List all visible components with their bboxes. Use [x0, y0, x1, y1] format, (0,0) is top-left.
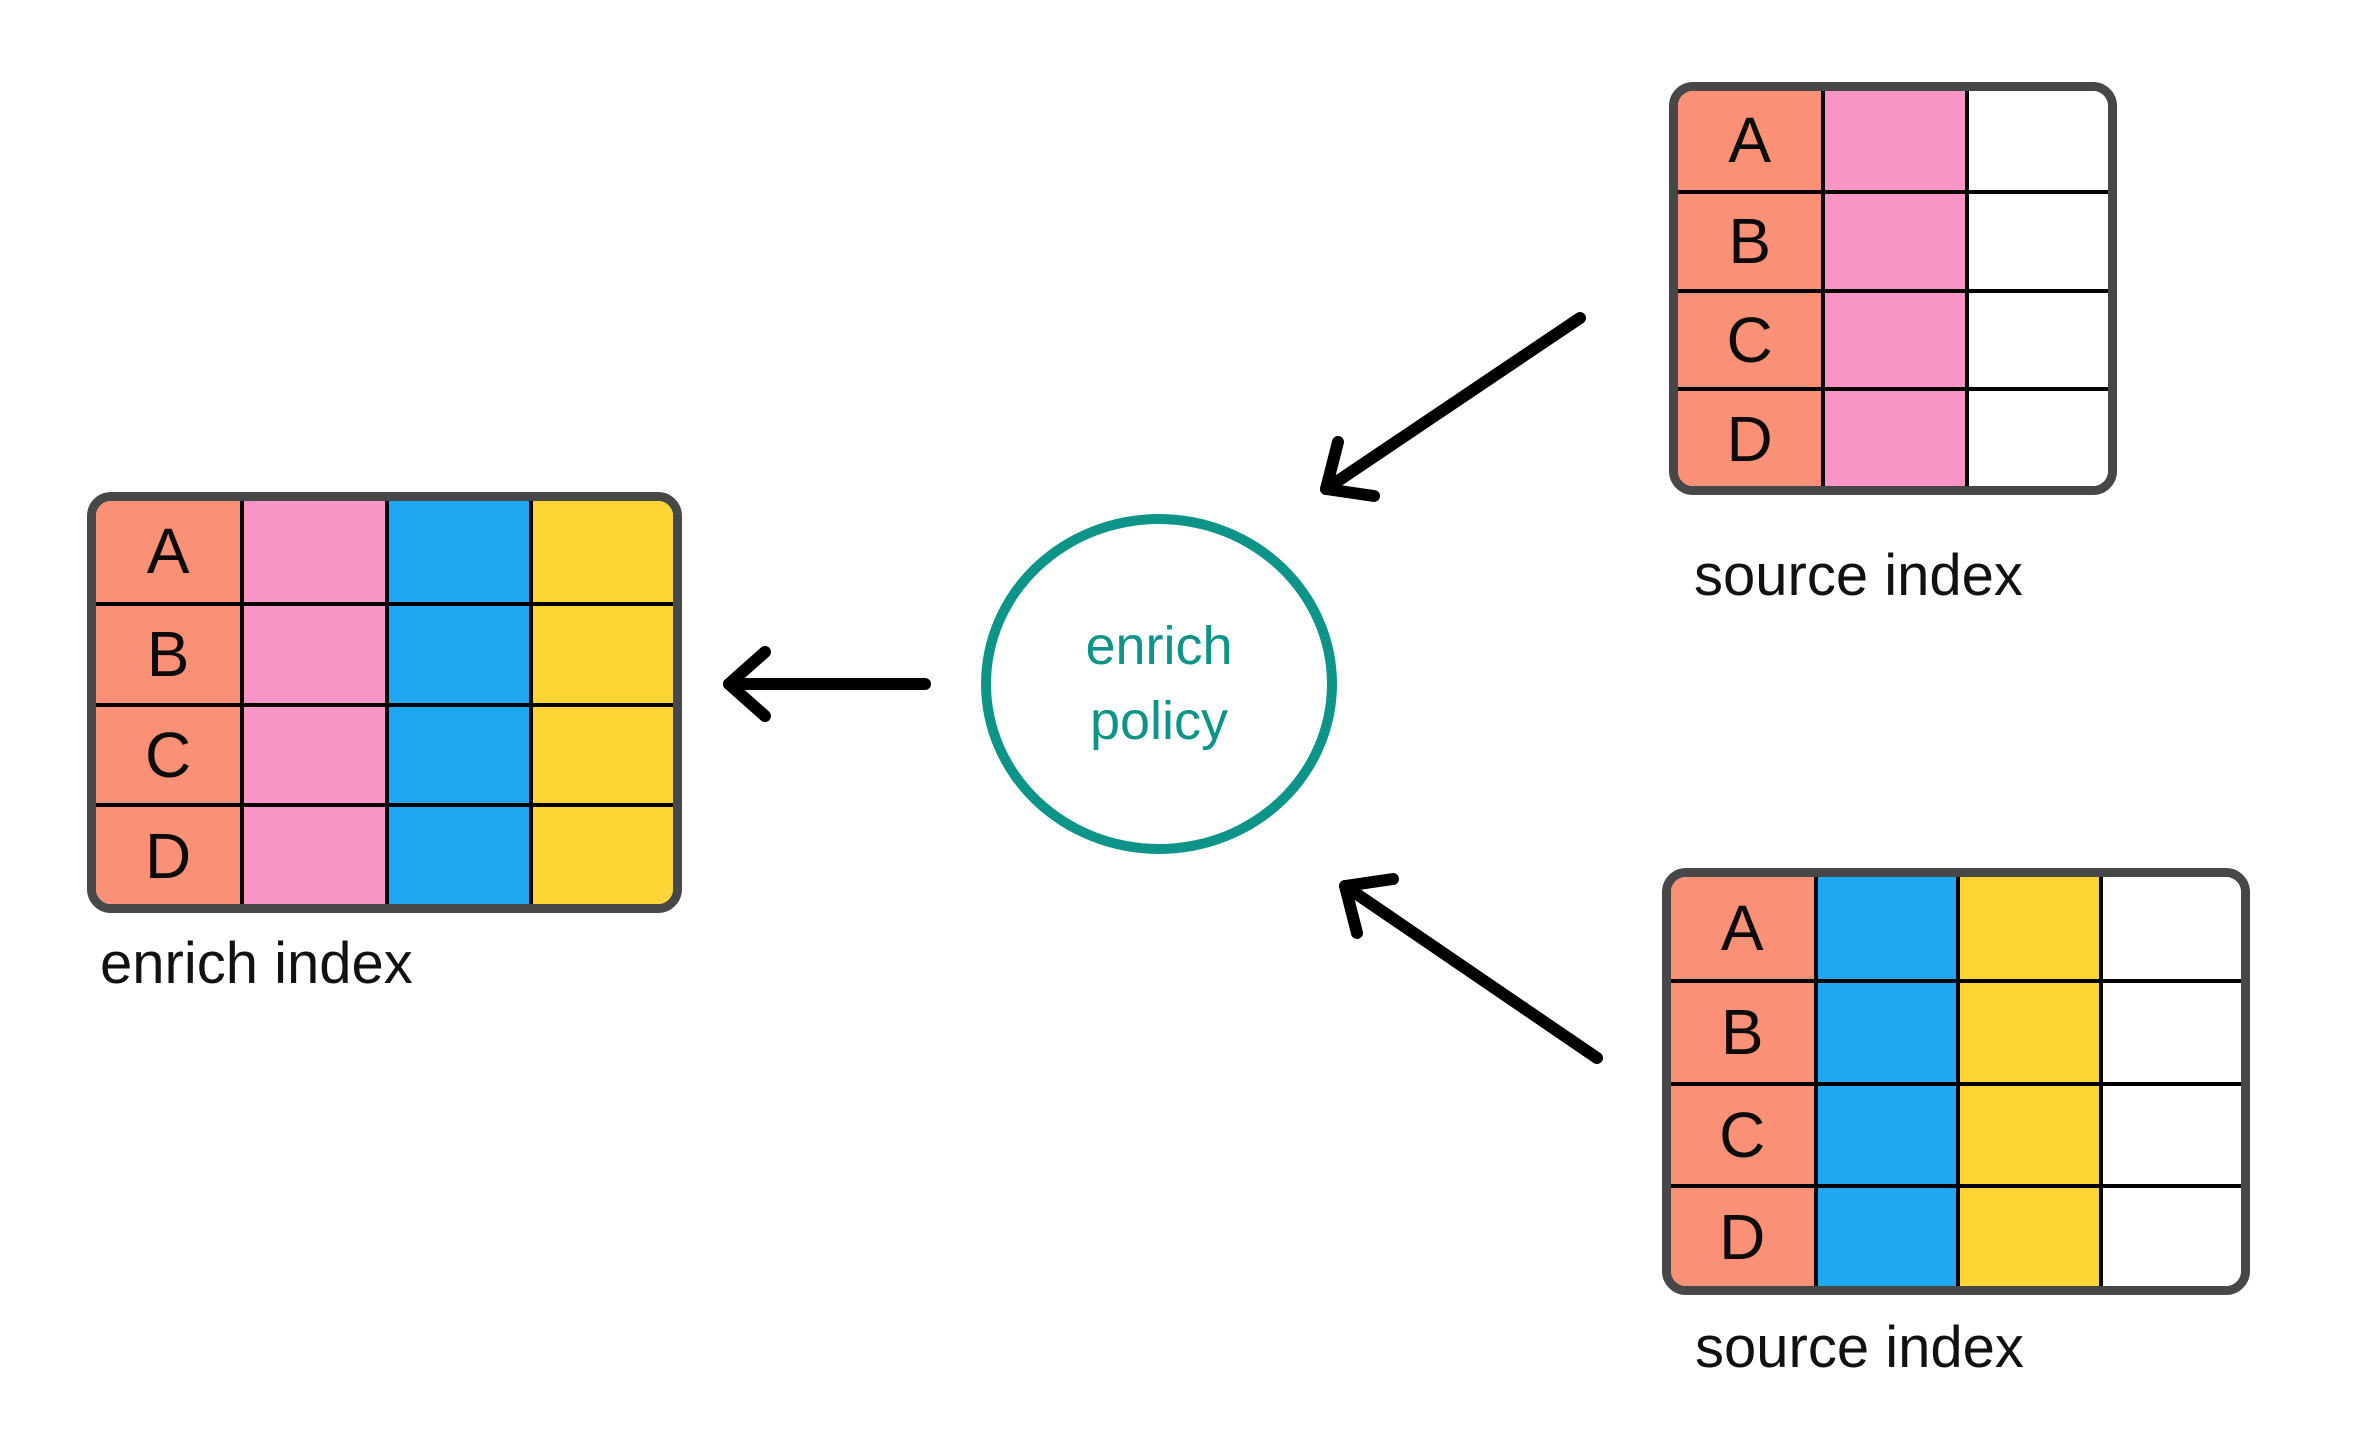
row-label: B — [146, 618, 190, 691]
table-cell-yellow — [1956, 1183, 2099, 1286]
table-cell-pink — [240, 501, 385, 602]
table-cell-blue — [1813, 1183, 1956, 1286]
row-label: B — [1720, 996, 1764, 1069]
table-cell-salmon: C — [96, 702, 241, 804]
row-label: D — [145, 819, 192, 892]
table-cell-salmon: B — [1671, 979, 1814, 1082]
table-cell-yellow — [528, 702, 673, 804]
table-cell-salmon: B — [96, 601, 241, 703]
table-cell-pink — [1821, 288, 1965, 388]
table-cell-white — [2098, 877, 2241, 980]
table-cell-salmon: C — [1671, 1081, 1814, 1184]
table-cell-salmon: D — [1671, 1183, 1814, 1286]
enrich-policy-line2: policy — [1089, 691, 1229, 751]
enrich-index-label: enrich index — [100, 931, 413, 996]
table-cell-blue — [1813, 1081, 1956, 1184]
table-cell-white — [1964, 288, 2108, 388]
source-index-label-bottom: source index — [1695, 1315, 2024, 1380]
row-label: B — [1728, 205, 1771, 278]
table-cell-blue — [1813, 877, 1956, 980]
table-cell-yellow — [528, 501, 673, 602]
table-cell-yellow — [1956, 1081, 2099, 1184]
row-label: C — [145, 718, 192, 791]
enrich-policy-line1: enrich — [1085, 616, 1233, 676]
table-cell-yellow — [528, 803, 673, 904]
table-cell-yellow — [528, 601, 673, 703]
table-cell-white — [2098, 979, 2241, 1082]
table-cell-yellow — [1956, 877, 2099, 980]
table-cell-blue — [384, 601, 529, 703]
table-cell-yellow — [1956, 979, 2099, 1082]
row-label: C — [1726, 303, 1773, 376]
table-cell-pink — [1821, 91, 1965, 190]
row-label: A — [1728, 104, 1771, 177]
table-cell-pink — [1821, 387, 1965, 486]
table-cell-white — [1964, 387, 2108, 486]
row-label: D — [1719, 1200, 1766, 1273]
row-label: C — [1719, 1098, 1766, 1171]
arrow-bottom-source-to-policy — [1339, 873, 1603, 1064]
table-cell-blue — [384, 803, 529, 904]
table-cell-salmon: D — [1678, 387, 1822, 486]
table-cell-pink — [240, 803, 385, 904]
table-cell-salmon: A — [1678, 91, 1822, 190]
table-cell-white — [1964, 91, 2108, 190]
table-cell-salmon: D — [96, 803, 241, 904]
table-cell-salmon: A — [96, 501, 241, 602]
table-cell-salmon: A — [1671, 877, 1814, 980]
table-cell-white — [1964, 189, 2108, 289]
table-cell-pink — [240, 702, 385, 804]
table-cell-salmon: C — [1678, 288, 1822, 388]
table-cell-blue — [384, 501, 529, 602]
table-cell-salmon: B — [1678, 189, 1822, 289]
table-cell-white — [2098, 1081, 2241, 1184]
arrow-policy-to-enrich-index — [723, 646, 931, 722]
table-cell-pink — [240, 601, 385, 703]
table-cell-white — [2098, 1183, 2241, 1286]
row-label: A — [1720, 892, 1764, 965]
table-cell-blue — [384, 702, 529, 804]
source-index-label-top: source index — [1694, 543, 2023, 608]
table-cell-pink — [1821, 189, 1965, 289]
table-cell-blue — [1813, 979, 1956, 1082]
row-label: A — [146, 515, 190, 588]
row-label: D — [1726, 402, 1773, 475]
arrow-top-source-to-policy — [1320, 312, 1586, 502]
enrich-policy-circle: enrich policy — [981, 514, 1337, 854]
